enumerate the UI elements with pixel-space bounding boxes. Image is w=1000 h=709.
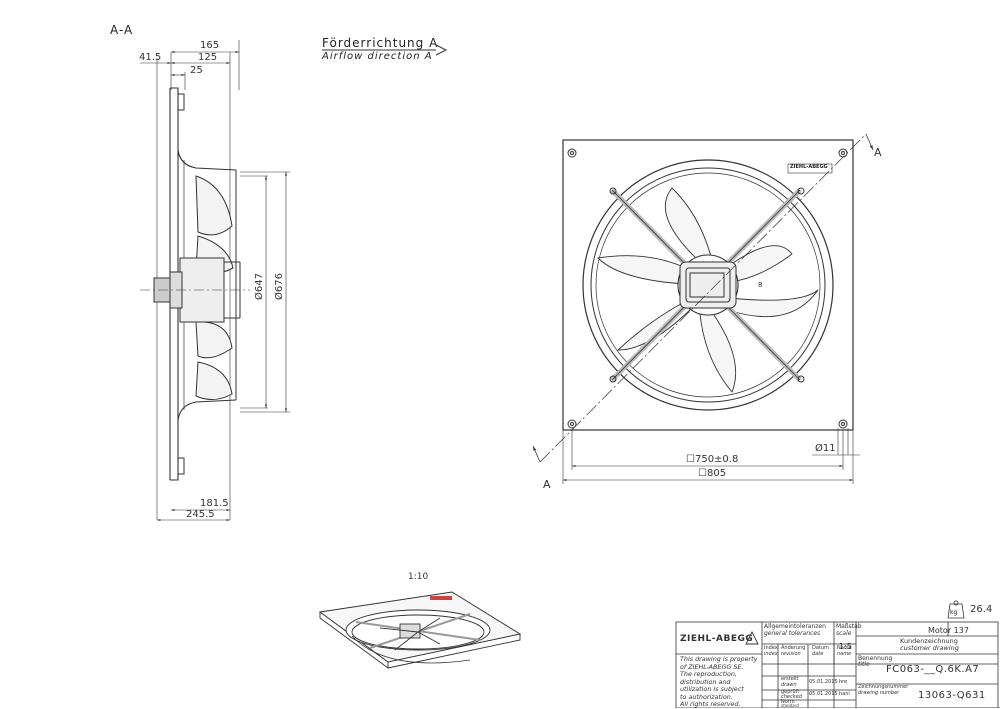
scale-value: 1:5	[839, 642, 852, 651]
checked-date: 05.01.2015	[809, 691, 838, 697]
drawing-no-de: Zeichnungsnummer	[858, 684, 909, 690]
title-de: Kundenzeichnung	[900, 637, 958, 645]
iso-scale: 1:10	[408, 572, 429, 582]
title-block	[675, 621, 1000, 708]
side-view	[140, 40, 290, 522]
drawn-name: hre	[839, 679, 848, 685]
property-notice: This drawing is property of ZIEHL-ABEGG …	[680, 655, 758, 709]
designation-de: Benennung	[858, 655, 893, 662]
front-logo: ZIEHL-ABEGG	[790, 164, 828, 170]
front-view	[532, 133, 874, 484]
scale-de: Maßstab	[836, 623, 862, 630]
airflow-label-en: Airflow direction A	[322, 51, 433, 62]
hub-mark: 8	[758, 281, 763, 289]
change-de: Änderung	[781, 645, 806, 651]
norm-de: Norm	[781, 699, 795, 705]
index-en: index	[764, 651, 778, 657]
date-de: Datum	[812, 645, 829, 651]
brand-logo-text: ZIEHL-ABEGG	[680, 634, 754, 644]
product-designation: FC063-__Q.6K.A7	[886, 664, 980, 675]
designation-en: title	[858, 661, 870, 668]
dim-181-5: 181.5	[200, 498, 229, 509]
airflow-arrow	[322, 44, 448, 56]
airflow-label-de: Förderrichtung A	[322, 36, 439, 50]
section-mark-a-top: A	[874, 146, 882, 159]
drawn-en: drawn	[781, 682, 797, 688]
motor-label: Motor 137	[928, 626, 969, 635]
name-en: name	[837, 651, 852, 657]
dim-square-805: ☐805	[698, 468, 727, 479]
drawn-de: erstellt	[781, 676, 799, 682]
dim-245-5: 245.5	[186, 509, 215, 520]
index-de: Index	[764, 645, 778, 651]
scale-en: scale	[836, 630, 852, 637]
date-en: date	[812, 651, 824, 657]
dim-square-750: ☐750±0.8	[686, 454, 739, 465]
dim-41-5: 41.5	[139, 52, 162, 63]
isometric-view	[318, 591, 522, 669]
tolerances-en: general tolerances	[764, 630, 821, 637]
section-label: A-A	[110, 23, 134, 37]
tolerances-de: Allgemeintoleranzen	[764, 623, 826, 630]
dim-dia-676: Ø676	[274, 273, 285, 300]
dim-dia-647: Ø647	[254, 273, 265, 300]
section-mark-a-bottom: A	[543, 478, 551, 491]
weight-icon	[947, 600, 965, 619]
dim-165: 165	[200, 40, 220, 51]
dim-125: 125	[198, 52, 218, 63]
dim-25: 25	[190, 65, 203, 76]
norm-en: standard	[781, 703, 799, 708]
checked-de: geprüft	[781, 689, 800, 695]
title-en: customer drawing	[900, 644, 959, 652]
name-de: Name	[837, 645, 852, 651]
checked-en: checked	[781, 694, 802, 700]
dim-dia-11: Ø11	[815, 443, 836, 454]
drawing-no-en: drawing number	[858, 690, 900, 696]
weight-value: 26.4	[970, 604, 993, 615]
drawing-number: 13063-Q631	[918, 690, 986, 701]
weight-unit: kg	[950, 609, 958, 616]
change-en: revision	[781, 651, 801, 657]
checked-name: hani	[839, 691, 850, 697]
drawn-date: 05.01.2015	[809, 679, 838, 685]
